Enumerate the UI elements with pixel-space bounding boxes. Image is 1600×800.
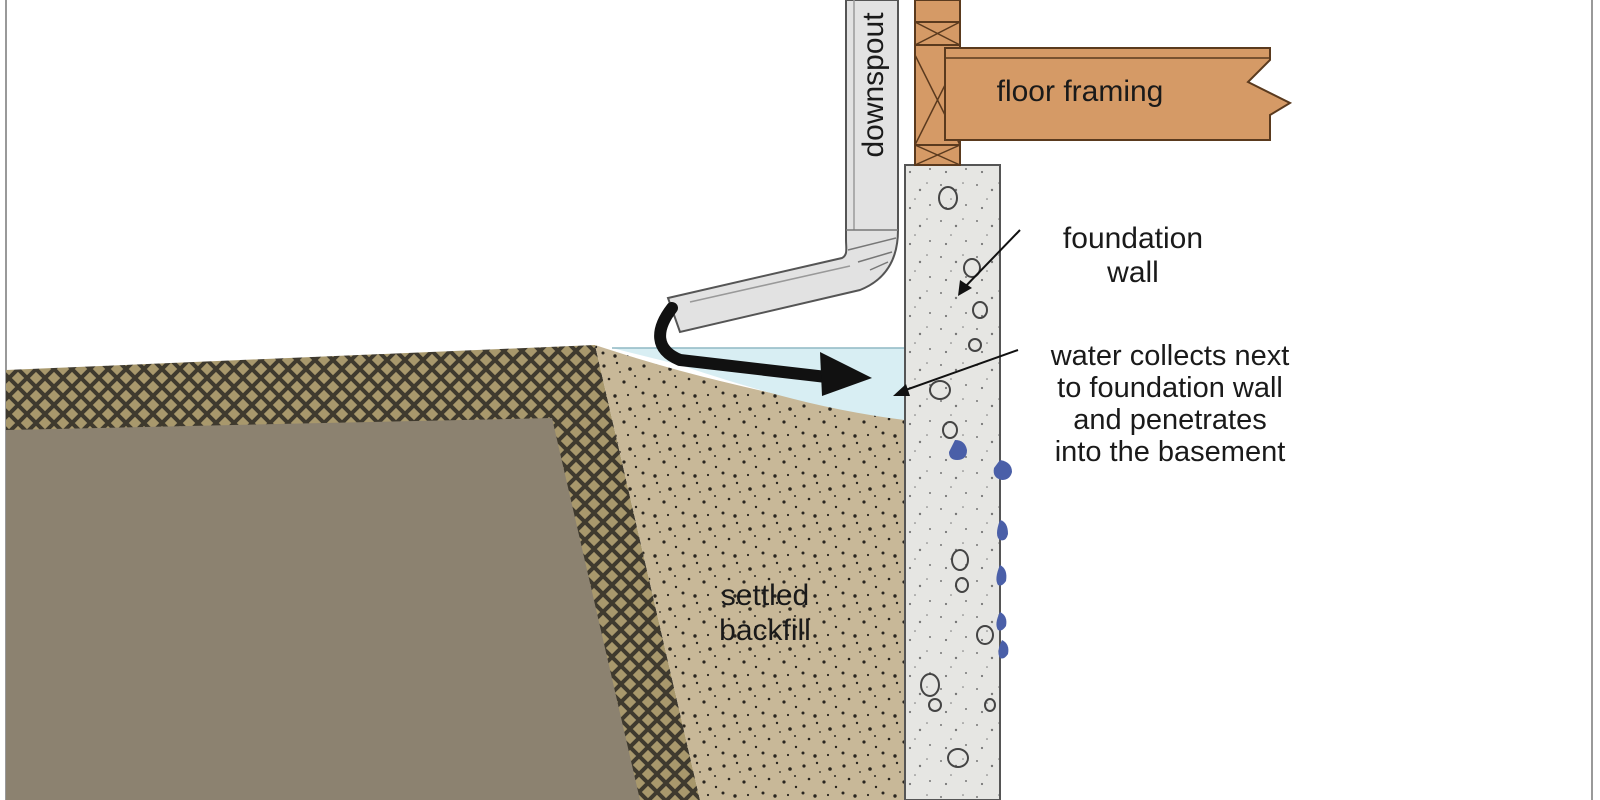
foundation-aggregate	[920, 186, 996, 768]
water-leader-head	[893, 384, 910, 396]
downspout	[666, 0, 899, 334]
foundation-wall-label-2: wall	[1106, 256, 1159, 289]
foundation-wall-leader	[961, 229, 1021, 291]
foundation-wall-leader-head	[958, 280, 972, 296]
water-label-4: into the basement	[1055, 436, 1286, 468]
water-leader	[899, 349, 1019, 393]
downspout-label: downspout	[857, 12, 890, 158]
backfill-label-2: backfill	[719, 614, 811, 647]
settled-backfill	[595, 345, 905, 800]
water-label-1: water collects next	[1050, 340, 1290, 372]
water-label-3: and penetrates	[1073, 404, 1266, 436]
floor-framing-label: floor framing	[997, 75, 1164, 108]
floor-joist	[944, 47, 1293, 141]
foundation-wall-label-1: foundation	[1063, 222, 1203, 255]
water-label-2: to foundation wall	[1057, 372, 1283, 404]
water-flow-arrowhead	[820, 352, 872, 396]
backfill-label-1: settled	[721, 579, 809, 612]
water-flow-arrow	[654, 302, 841, 384]
floor-framing	[914, 0, 1293, 166]
water-droplets	[949, 440, 1012, 659]
undisturbed-soil-interior	[6, 418, 640, 800]
